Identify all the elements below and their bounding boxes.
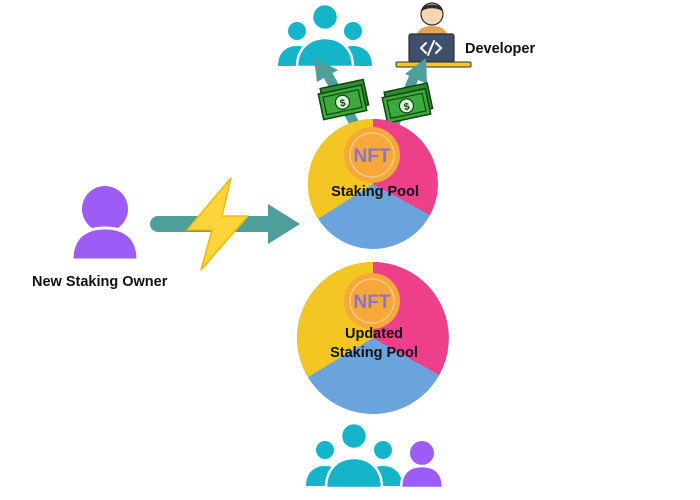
community-group-icon xyxy=(278,2,372,69)
svg-text:$: $ xyxy=(403,101,411,113)
staking-pool-label: Staking Pool xyxy=(331,184,419,200)
nft-badge: NFT xyxy=(344,273,400,329)
arrow-head-developer xyxy=(405,58,427,84)
new-owner-person-icon xyxy=(70,186,140,262)
developer-icon xyxy=(395,2,472,68)
arrow-head-community xyxy=(314,58,338,82)
money-icon: $ xyxy=(381,82,434,125)
updated-staking-pool-label: Updated Staking Pool xyxy=(304,325,444,363)
money-icon: $ xyxy=(317,78,370,121)
new-staking-owner-label: New Staking Owner xyxy=(32,274,168,290)
nft-badge-text: NFT xyxy=(354,292,391,313)
new-owner-person-icon xyxy=(399,441,445,490)
community-group-icon xyxy=(306,421,402,490)
nft-badge-text: NFT xyxy=(354,146,391,167)
updated-pool-label-line2: Staking Pool xyxy=(330,345,418,361)
developer-label: Developer xyxy=(465,41,536,57)
svg-text:$: $ xyxy=(339,98,347,110)
nft-badge: NFT xyxy=(344,127,400,183)
updated-pool-label-line1: Updated xyxy=(345,326,403,342)
lightning-icon xyxy=(186,177,249,271)
